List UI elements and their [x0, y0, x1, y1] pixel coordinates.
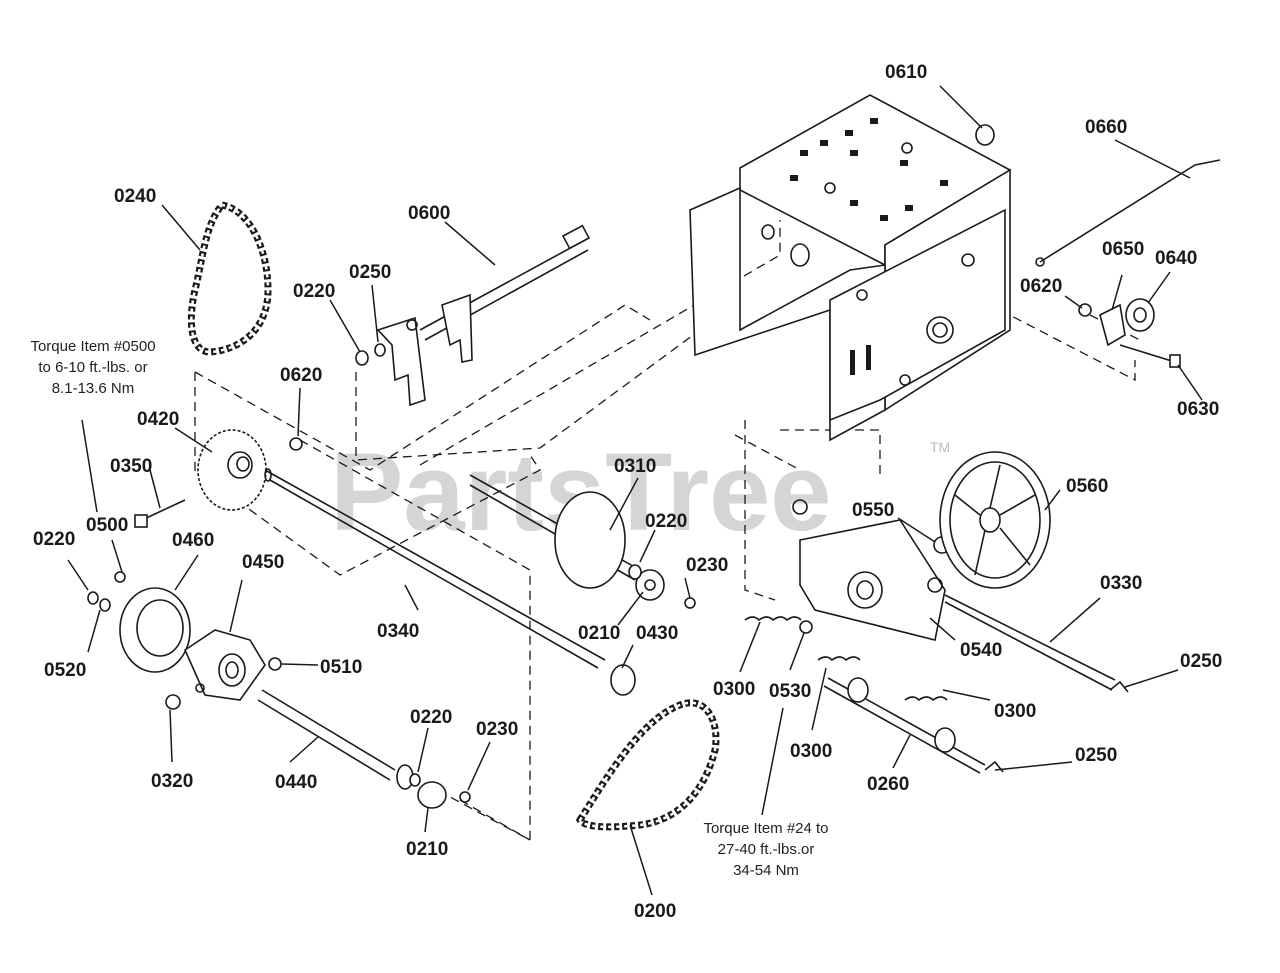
springs-0300	[744, 616, 948, 702]
leader-lines	[67, 85, 1203, 896]
callout-0220-lower: 0220	[410, 707, 452, 728]
callout-0610: 0610	[885, 62, 927, 83]
torque-note-0500-line-2: to 6-10 ft.-lbs. or	[38, 359, 147, 376]
callout-0230-mid: 0230	[686, 555, 728, 576]
callout-0460: 0460	[172, 530, 214, 551]
callout-0220-left: 0220	[33, 529, 75, 550]
idler-bracket-0540	[792, 499, 946, 641]
callout-0450: 0450	[242, 552, 284, 573]
bracket-0650	[1099, 303, 1126, 347]
callout-0220-mid: 0220	[645, 511, 687, 532]
frame-housing	[689, 94, 1012, 442]
torque-note-24-line-2: 27-40 ft.-lbs.or	[718, 841, 815, 858]
callout-0260: 0260	[867, 774, 909, 795]
sprocket-0420	[197, 429, 267, 511]
callout-0620-right: 0620	[1020, 276, 1062, 297]
callout-0340: 0340	[377, 621, 419, 642]
shaft-0440	[257, 689, 447, 809]
callout-0250-upper: 0250	[349, 262, 391, 283]
callout-0210-lower: 0210	[406, 839, 448, 860]
shaft-0330	[944, 594, 1116, 691]
pulley-0560	[939, 451, 1051, 589]
torque-note-24-line-3: 34-54 Nm	[733, 862, 799, 879]
callout-0230-lower: 0230	[476, 719, 518, 740]
callout-0510: 0510	[320, 657, 362, 678]
callout-0550: 0550	[852, 500, 894, 521]
callout-0440: 0440	[275, 772, 317, 793]
callout-0210-mid: 0210	[578, 623, 620, 644]
axle-shaft-0340	[264, 468, 636, 696]
nut-0620-right	[1078, 303, 1092, 317]
callout-0660: 0660	[1085, 117, 1127, 138]
callout-0250-lower: 0250	[1075, 745, 1117, 766]
torque-note-24-line-1: Torque Item #24 to	[703, 820, 828, 837]
shift-shaft-0600	[376, 224, 591, 407]
callout-0330: 0330	[1100, 573, 1142, 594]
callout-0540: 0540	[960, 640, 1002, 661]
hub-0460	[119, 587, 191, 673]
torque-note-24: Torque Item #24 to 27-40 ft.-lbs.or 34-5…	[703, 820, 828, 879]
callout-0300-mid: 0300	[790, 741, 832, 762]
cable-0660	[1035, 159, 1221, 267]
callout-0320: 0320	[151, 771, 193, 792]
callout-0300-left: 0300	[713, 679, 755, 700]
callout-0250-right: 0250	[1180, 651, 1222, 672]
drive-chain-0200	[575, 699, 720, 831]
callout-0530: 0530	[769, 681, 811, 702]
callout-0220-upper: 0220	[293, 281, 335, 302]
part-callouts: 0610 0660 0240 0600 0250 0650 0640 0220 …	[33, 62, 1222, 922]
drive-chain-0240	[187, 201, 272, 356]
callout-0200: 0200	[634, 901, 676, 922]
callout-0600: 0600	[408, 203, 450, 224]
callout-0240: 0240	[114, 186, 156, 207]
callout-0350: 0350	[110, 456, 152, 477]
callout-0640: 0640	[1155, 248, 1197, 269]
callout-0420: 0420	[137, 409, 179, 430]
shaft-0310	[469, 474, 665, 601]
callout-0500: 0500	[86, 515, 128, 536]
idler-pulley-0640	[1125, 298, 1155, 332]
torque-note-0500-line-3: 8.1-13.6 Nm	[52, 380, 135, 397]
callout-0310: 0310	[614, 456, 656, 477]
bearing-housing-0450	[183, 629, 282, 701]
shaft-0260	[823, 677, 986, 774]
callout-0630: 0630	[1177, 399, 1219, 420]
callout-0430: 0430	[636, 623, 678, 644]
bolt-0630	[1119, 344, 1181, 368]
callout-0650: 0650	[1102, 239, 1144, 260]
callout-0520: 0520	[44, 660, 86, 681]
callout-0560: 0560	[1066, 476, 1108, 497]
callout-0300-right: 0300	[994, 701, 1036, 722]
assembly-dash-lines	[194, 220, 1141, 842]
small-hardware	[87, 124, 1129, 803]
torque-note-0500-line-1: Torque Item #0500	[30, 338, 155, 355]
callout-0620-left: 0620	[280, 365, 322, 386]
watermark-trademark: TM	[930, 439, 950, 455]
torque-note-0500: Torque Item #0500 to 6-10 ft.-lbs. or 8.…	[30, 338, 155, 397]
